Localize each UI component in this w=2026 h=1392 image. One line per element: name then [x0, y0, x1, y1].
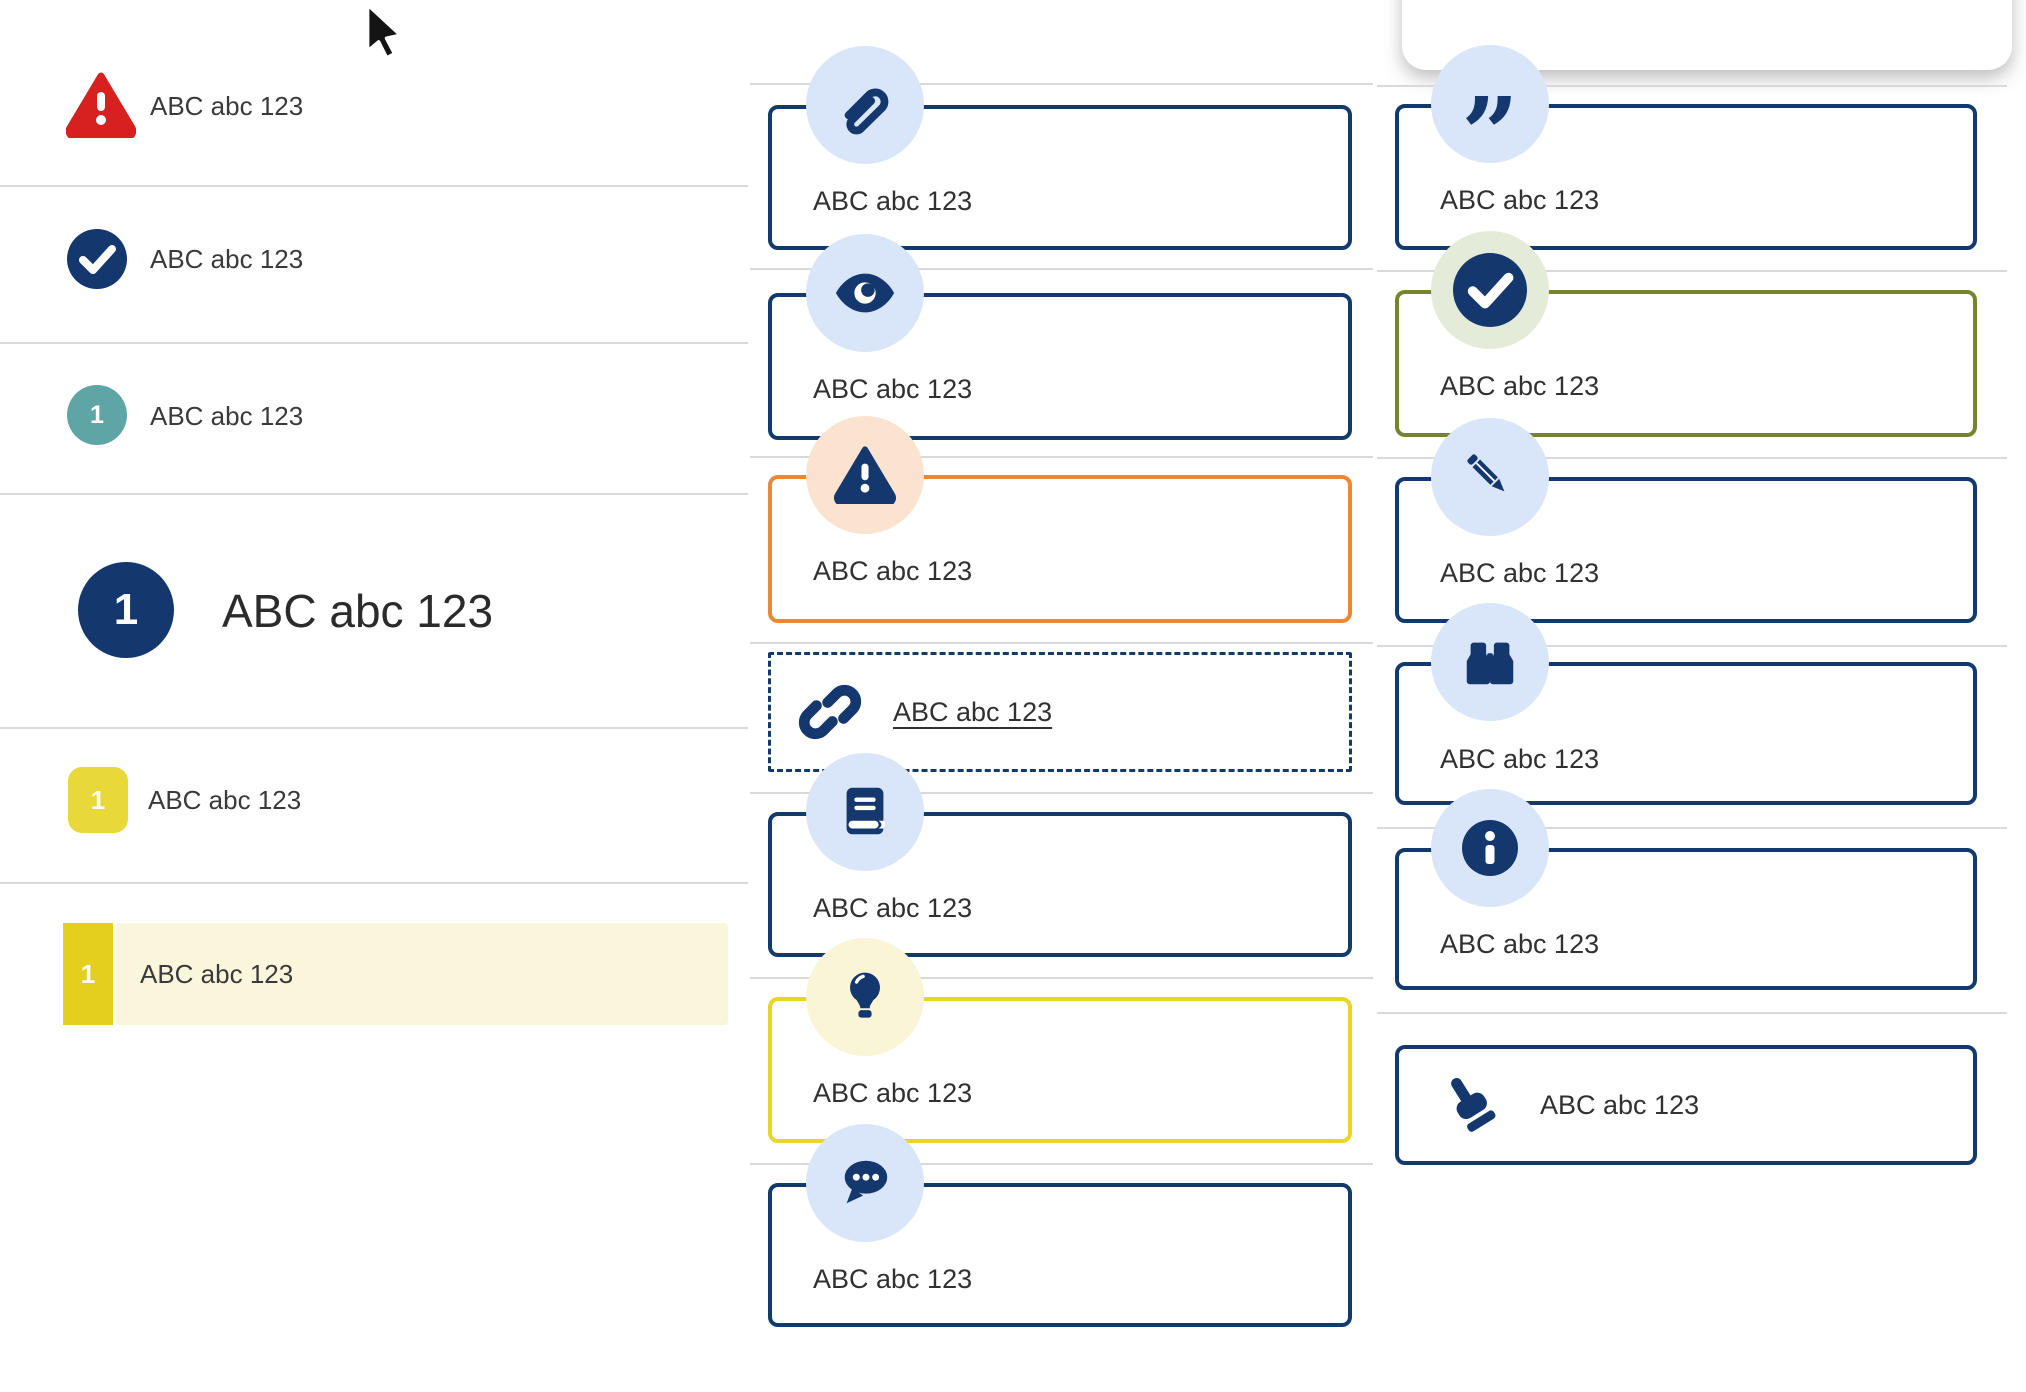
callout-label: ABC abc 123 [1440, 558, 1600, 588]
link-icon [792, 674, 868, 750]
list-item-label: ABC abc 123 [148, 785, 302, 815]
divider [1377, 645, 2007, 647]
list-item-label: ABC abc 123 [140, 959, 294, 989]
divider [1377, 270, 2007, 272]
list-item[interactable]: ABC abc 123 [0, 40, 748, 180]
divider [0, 342, 748, 344]
check-circle-icon [1431, 231, 1549, 349]
callout-quote[interactable] [1395, 104, 1977, 250]
callout-label: ABC abc 123 [813, 893, 973, 923]
callout-label: ABC abc 123 [813, 1264, 973, 1294]
divider [1377, 1012, 2007, 1014]
list-item-label: ABC abc 123 [150, 244, 304, 274]
quote-icon: ” [1431, 45, 1549, 163]
divider [750, 83, 1373, 85]
divider [1377, 85, 2007, 87]
divider [750, 977, 1373, 979]
quote-glyph: ” [1461, 75, 1519, 163]
callout-label: ABC abc 123 [1440, 371, 1600, 401]
list-item-selected[interactable]: 1 ABC abc 123 [0, 884, 748, 1054]
teal-number-badge: 1 [67, 385, 127, 445]
divider [0, 727, 748, 729]
divider [0, 882, 748, 884]
divider [0, 185, 748, 187]
list-item[interactable]: 1 ABC abc 123 [0, 495, 748, 727]
divider [750, 456, 1373, 458]
divider [1377, 827, 2007, 829]
callout-action[interactable] [1395, 1045, 1977, 1165]
hand-pointer-icon [1438, 1072, 1502, 1136]
callout-tip[interactable] [768, 997, 1352, 1143]
list-item-label: ABC abc 123 [150, 91, 304, 121]
badge-number: 1 [90, 784, 106, 815]
divider [750, 642, 1373, 644]
row-highlight [116, 923, 728, 1025]
yellow-number-badge-square: 1 [63, 923, 113, 1025]
callout-link-text[interactable]: ABC abc 123 [893, 697, 1053, 727]
list-item[interactable]: 1 ABC abc 123 [0, 729, 748, 882]
list-item-label: ABC abc 123 [222, 585, 494, 637]
divider [750, 1163, 1373, 1165]
callout-label: ABC abc 123 [813, 186, 973, 216]
mouse-cursor-icon [362, 2, 410, 66]
divider [750, 268, 1373, 270]
pencil-icon [1431, 418, 1549, 536]
divider [0, 493, 748, 495]
callout-label: ABC abc 123 [1440, 929, 1600, 959]
badge-number: 1 [80, 958, 96, 989]
eye-icon [806, 234, 924, 352]
callout-label: ABC abc 123 [813, 1078, 973, 1108]
divider [1377, 457, 2007, 459]
book-icon [806, 753, 924, 871]
divider [750, 792, 1373, 794]
lightbulb-icon [806, 938, 924, 1056]
callout-label: ABC abc 123 [1440, 185, 1600, 215]
navy-number-badge-large: 1 [78, 562, 174, 658]
callout-label: ABC abc 123 [813, 556, 973, 586]
check-circle-icon [67, 229, 127, 289]
info-circle-icon [1431, 789, 1549, 907]
badge-number: 1 [113, 585, 139, 634]
binoculars-icon [1431, 603, 1549, 721]
callout-label: ABC abc 123 [1540, 1090, 1700, 1120]
callout-label: ABC abc 123 [813, 374, 973, 404]
warning-triangle-icon [806, 416, 924, 534]
list-item[interactable]: 1 ABC abc 123 [0, 344, 748, 493]
paperclip-icon [806, 46, 924, 164]
callout-label: ABC abc 123 [1440, 744, 1600, 774]
list-item-label: ABC abc 123 [150, 401, 304, 431]
chat-bubble-icon [806, 1124, 924, 1242]
alert-triangle-icon [66, 72, 136, 138]
list-item[interactable]: ABC abc 123 [0, 187, 748, 342]
yellow-number-badge: 1 [68, 767, 128, 833]
callout-link[interactable] [768, 652, 1352, 772]
badge-number: 1 [90, 400, 104, 429]
